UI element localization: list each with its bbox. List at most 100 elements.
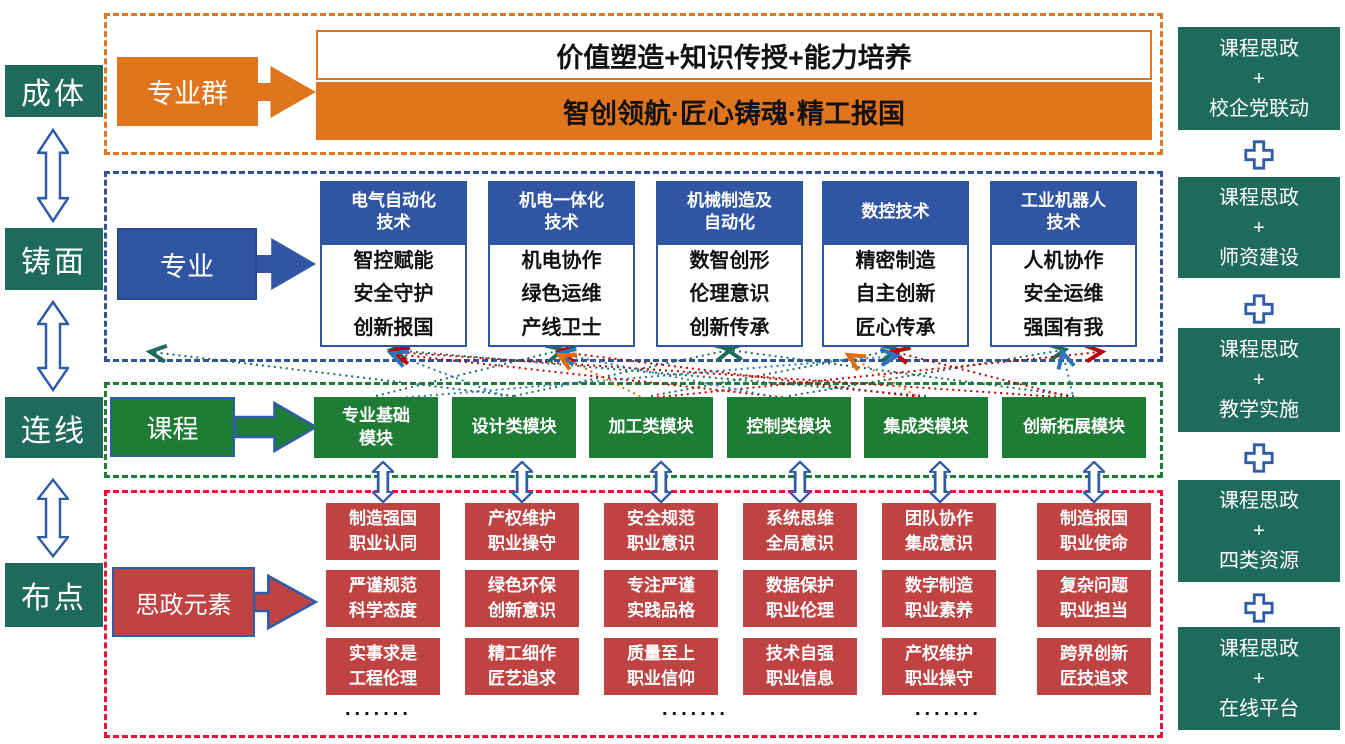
major-column-traits: 人机协作 安全运维 强国有我 [990,243,1137,347]
double-arrow-icon [511,461,533,503]
course-module-text: 控制类模块 [746,417,832,437]
major-traits-text: 智控赋能 安全守护 创新报国 [353,249,434,339]
ellipsis-text: ....... [662,698,729,720]
major-column-title: 机械制造及 自动化 [656,181,803,243]
ideology-arrow-icon [253,573,319,631]
double-arrow-icon [372,461,394,503]
course-module: 专业基础 模块 [314,397,438,458]
major-column-title: 工业机器人 技术 [990,181,1137,243]
ideology-cell-text: 制造报国 职业使命 [1060,508,1128,553]
ideology-cell-text: 绿色环保 创新意识 [488,575,556,620]
right-rail-text: 课程思政 + 教学实施 [1219,339,1299,421]
group-section-frame [104,13,1163,155]
ideology-cell: 复杂问题 职业担当 [1037,570,1151,627]
major-traits-text: 数智创形 伦理意识 创新传承 [689,249,770,339]
group-value-text: 价值塑造+知识传授+能力培养 [556,42,912,73]
ideology-cell: 安全规范 职业意识 [604,503,718,560]
ideology-cell: 精工细作 匠艺追求 [465,638,579,695]
double-arrow-icon [929,461,951,503]
major-column-traits: 智控赋能 安全守护 创新报国 [320,243,467,347]
course-module: 控制类模块 [727,397,851,458]
right-rail-text: 课程思政 + 校企党联动 [1209,37,1309,120]
ideology-cell: 实事求是 工程伦理 [326,638,440,695]
ideology-cell-text: 产权维护 职业操守 [488,508,556,553]
ellipsis-text: ....... [915,698,982,720]
major-column-title: 机电一体化 技术 [488,181,635,243]
plus-icon [1244,593,1274,623]
ideology-cell: 严谨规范 科学态度 [326,570,440,627]
rail-label-chengti: 成体 [5,65,103,117]
ideology-cell-text: 专注严谨 实践品格 [627,575,695,620]
course-module: 创新拓展模块 [1002,397,1146,458]
course-module: 集成类模块 [864,397,988,458]
course-label-text: 课程 [146,413,199,444]
group-label-box: 专业群 [117,57,258,126]
rail-label-text: 连线 [21,414,87,448]
course-module-text: 设计类模块 [471,417,557,437]
ideology-cell-text: 安全规范 职业意识 [627,508,695,553]
ideology-cell-text: 数字制造 职业素养 [905,575,973,620]
major-traits-text: 精密制造 自主创新 匠心传承 [855,249,936,339]
double-arrow-icon [37,300,69,392]
major-title-text: 数控技术 [861,201,930,221]
major-column-title: 电气自动化 技术 [320,181,467,243]
major-title-text: 工业机器人 技术 [1021,190,1106,232]
plus-icon [1244,294,1274,324]
major-title-text: 电气自动化 技术 [351,190,436,232]
right-rail-text: 课程思政 + 四类资源 [1219,490,1299,572]
major-label-text: 专业 [160,251,214,282]
major-column-traits: 精密制造 自主创新 匠心传承 [822,243,969,347]
ideology-cell-text: 系统思维 全局意识 [766,508,834,553]
double-arrow-icon [37,478,69,558]
ideology-cell: 数据保护 职业伦理 [743,570,857,627]
ideology-cell-text: 数据保护 职业伦理 [766,575,834,620]
rail-label-text: 布点 [21,582,87,615]
course-arrow-icon [234,400,319,454]
ideology-label-text: 思政元素 [135,591,232,619]
course-label-box: 课程 [110,397,235,457]
double-arrow-icon [37,128,69,223]
ideology-cell: 团队协作 集成意识 [882,503,996,560]
major-arrow-icon [257,238,316,290]
major-title-text: 机械制造及 自动化 [687,190,772,232]
major-traits-text: 人机协作 安全运维 强国有我 [1023,249,1104,339]
major-title-text: 机电一体化 技术 [519,190,604,232]
group-arrow-icon [256,66,316,118]
ideology-cell-text: 严谨规范 科学态度 [349,575,417,620]
rail-label-text: 铸面 [21,246,87,279]
ideology-cell-text: 实事求是 工程伦理 [349,643,417,688]
right-rail-item: 课程思政 + 在线平台 [1178,627,1340,730]
ideology-cell-text: 制造强国 职业认同 [349,508,417,553]
ideology-cell: 产权维护 职业操守 [465,503,579,560]
group-label-text: 专业群 [147,79,228,109]
ideology-cell: 绿色环保 创新意识 [465,570,579,627]
rail-label-budian: 布点 [5,563,103,627]
right-rail-text: 课程思政 + 在线平台 [1219,637,1299,720]
ideology-cell: 系统思维 全局意识 [743,503,857,560]
ideology-section-frame [104,490,1163,738]
ideology-cell: 跨界创新 匠技追求 [1037,638,1151,695]
course-module: 设计类模块 [452,397,576,458]
course-module-text: 创新拓展模块 [1023,417,1125,437]
group-value-box: 价值塑造+知识传授+能力培养 [316,30,1152,80]
major-traits-text: 机电协作 绿色运维 产线卫士 [521,249,602,339]
right-rail-text: 课程思政 + 师资建设 [1219,186,1299,269]
double-arrow-icon [789,461,811,503]
right-rail-item: 课程思政 + 四类资源 [1178,480,1340,582]
ideology-cell-text: 技术自强 职业信息 [766,643,834,688]
rail-label-text: 成体 [21,78,87,111]
group-motto-text: 智创领航·匠心铸魂·精工报国 [563,98,905,129]
ideology-cell-text: 团队协作 集成意识 [905,508,973,553]
ideology-cell: 数字制造 职业素养 [882,570,996,627]
course-module: 加工类模块 [589,397,713,458]
ideology-cell: 专注严谨 实践品格 [604,570,718,627]
double-arrow-icon [1083,461,1105,503]
ideology-cell: 产权维护 职业操守 [882,638,996,695]
ideology-cell: 制造强国 职业认同 [326,503,440,560]
rail-label-lianxian: 连线 [5,397,103,458]
plus-icon [1244,140,1274,170]
major-column-traits: 机电协作 绿色运维 产线卫士 [488,243,635,347]
rail-label-zhumian: 铸面 [5,228,103,290]
ideology-cell: 技术自强 职业信息 [743,638,857,695]
